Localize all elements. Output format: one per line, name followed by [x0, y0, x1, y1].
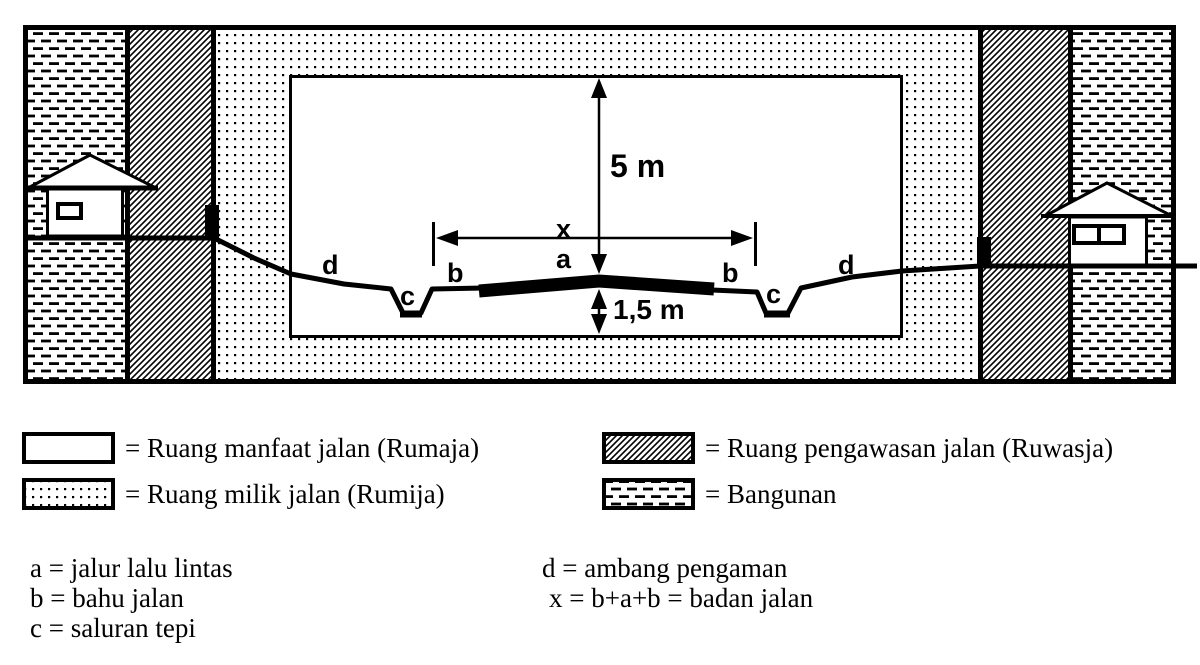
definition-b: b = bahu jalan — [30, 583, 184, 613]
road-surface — [478, 274, 715, 298]
boundary-marker-right — [977, 237, 991, 267]
label-a: a — [556, 244, 572, 274]
cross-section-figure — [23, 25, 1197, 384]
definition-c: c = saluran tepi — [30, 613, 196, 643]
label-x: x — [556, 214, 572, 244]
house-right — [1041, 181, 1176, 268]
dimension-1p5m — [591, 289, 607, 334]
label-5m: 5 m — [610, 148, 666, 184]
label-b-right: b — [722, 258, 739, 288]
legend-label-ruwasja: = Ruang pengawasan jalan (Ruwasja) — [705, 433, 1114, 463]
label-d-left: d — [322, 250, 339, 280]
legend-item-ruwasja — [602, 432, 695, 464]
ground-line-right — [711, 263, 1197, 316]
label-d-right: d — [838, 250, 855, 280]
definition-x: x = b+a+b = badan jalan — [549, 583, 814, 613]
zone-ruwasja-right — [983, 29, 1068, 381]
label-c-left: c — [400, 281, 416, 311]
legend-label-rumaja: = Ruang manfaat jalan (Rumaja) — [125, 433, 480, 463]
label-b-left: b — [447, 258, 464, 288]
house-left — [26, 153, 158, 238]
dimension-5m — [591, 78, 607, 274]
outer-frame — [23, 25, 1176, 384]
definition-d: d = ambang pengaman — [542, 553, 788, 583]
legend-swatch-rumaja — [22, 432, 115, 464]
house-left-window — [56, 202, 83, 220]
dimension-x — [432, 222, 757, 266]
boundary-marker-left — [205, 205, 219, 239]
legend-swatch-bangunan — [602, 478, 695, 510]
legend-item-rumija — [22, 478, 115, 510]
house-left-body — [46, 187, 124, 238]
zone-ruwasja-left — [130, 29, 211, 381]
legend-swatch-ruwasja — [602, 432, 695, 464]
label-1p5m: 1,5 m — [613, 294, 685, 325]
legend-item-rumaja — [22, 432, 115, 464]
label-c-right: c — [766, 279, 782, 309]
legend-swatch-rumija — [22, 478, 115, 510]
legend-item-bangunan — [602, 478, 695, 510]
legend-label-rumija: = Ruang milik jalan (Rumija) — [125, 479, 445, 509]
legend-label-bangunan: = Bangunan — [705, 479, 837, 509]
definition-a: a = jalur lalu lintas — [30, 553, 233, 583]
